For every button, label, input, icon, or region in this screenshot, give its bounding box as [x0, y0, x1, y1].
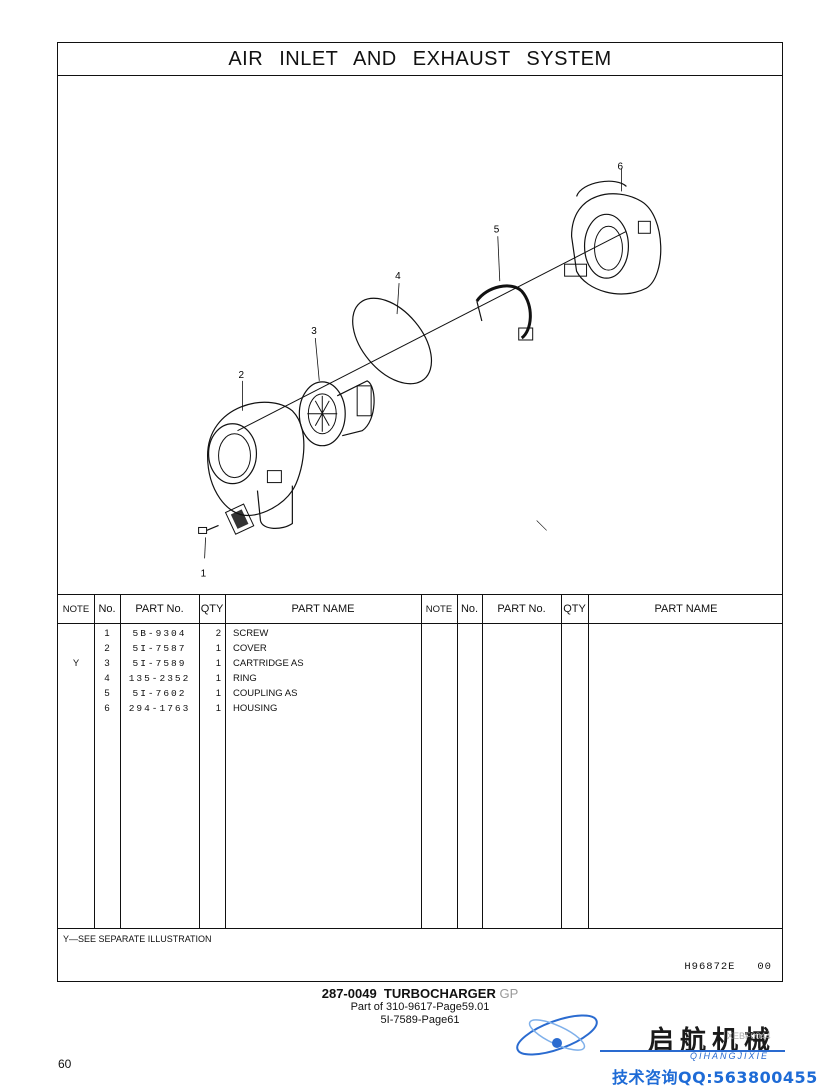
header-part-name-2: PART NAME [654, 603, 718, 615]
catalog-frame: AIR INLET AND EXHAUST SYSTEM 1 [57, 42, 783, 982]
callout-1: 1 [201, 568, 207, 579]
header-no: No. [98, 603, 116, 615]
scan-mark [536, 520, 547, 531]
page-title: AIR INLET AND EXHAUST SYSTEM [58, 43, 782, 76]
illustration-id: H96872E 00 [684, 961, 772, 973]
caption-reference: 5I-7589-Page61 [380, 1014, 460, 1026]
watermark-contact: 技术咨询QQ:563800455 [612, 1068, 818, 1087]
cartridge-part [298, 380, 375, 447]
exploded-illustration: 1 2 [58, 76, 782, 594]
table-header [58, 595, 782, 624]
page-number: 60 [58, 1057, 72, 1071]
watermark-logo-icon [516, 1014, 598, 1056]
callout-6: 6 [617, 161, 623, 172]
assembly-axis [237, 230, 627, 432]
header-part-name: PART NAME [291, 603, 355, 615]
group-caption-suffix: GP [495, 986, 519, 1001]
header-qty-2: QTY [563, 603, 586, 615]
ring-part [352, 297, 433, 385]
watermark-code: XEBF0044 [727, 1031, 771, 1041]
watermark-divider [600, 1050, 785, 1052]
callout-4: 4 [395, 271, 401, 282]
footnote: Y—SEE SEPARATE ILLUSTRATION [63, 934, 212, 944]
callout-5: 5 [494, 224, 500, 235]
screw-part [198, 524, 219, 534]
watermark-pinyin: QIHANGJIXIE [690, 1051, 770, 1061]
group-caption: 287-0049 TURBOCHARGER GP [0, 986, 840, 1001]
header-part-no: PART No. [135, 603, 184, 615]
housing-part [564, 180, 662, 295]
coupling-part [475, 284, 534, 341]
cover-part [206, 401, 305, 529]
turbocharger-diagram: 1 2 [198, 161, 662, 579]
header-note-2: NOTE [425, 604, 453, 615]
caption-part-of: Part of 310-9617-Page59.01 [350, 1001, 490, 1013]
header-part-no-2: PART No. [497, 603, 546, 615]
group-caption-main: 287-0049 TURBOCHARGER [321, 986, 496, 1001]
callout-2: 2 [239, 370, 245, 381]
parts-table: NOTE No. PART No. QTY PART NAME NOTE No.… [58, 594, 782, 929]
header-qty: QTY [200, 603, 224, 615]
header-no-2: No. [460, 603, 479, 615]
footer-divider [58, 928, 782, 929]
callout-3: 3 [311, 326, 317, 337]
header-note: NOTE [62, 604, 90, 615]
